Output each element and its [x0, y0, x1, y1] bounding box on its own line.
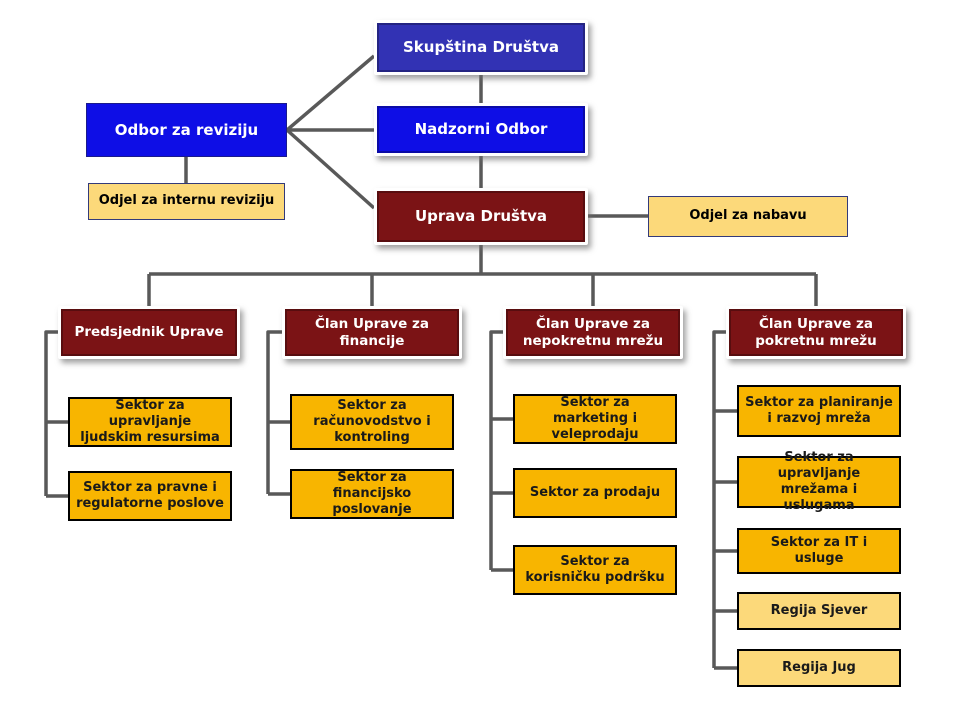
- org-node-predsjednik-uprave: Predsjednik Uprave: [58, 306, 240, 359]
- org-node-clan-uprave-nepokretna-mreza: Član Uprave za nepokretnu mrežu: [503, 306, 683, 359]
- org-node-uprava-drustva: Uprava Društva: [374, 188, 588, 245]
- connector-branch3-children: [712, 330, 737, 670]
- connector-branch1-children: [266, 330, 290, 496]
- node-label: Sektor za upravljanje ljudskim resursima: [80, 397, 220, 446]
- node-label: Odjel za nabavu: [689, 208, 807, 224]
- org-node-sektor-upravljanje-mrezama: Sektor za upravljanje mrežama i uslugama: [737, 450, 901, 513]
- node-label: Odjel za internu reviziju: [98, 193, 275, 209]
- org-node-clan-uprave-pokretna-mreza: Član Uprave za pokretnu mrežu: [726, 306, 906, 359]
- org-node-odbor-za-reviziju: Odbor za reviziju: [86, 103, 287, 157]
- org-node-clan-uprave-financije: Član Uprave za financije: [282, 306, 462, 359]
- node-label: Član Uprave za financije: [315, 315, 429, 349]
- node-label: Predsjednik Uprave: [74, 324, 224, 341]
- org-node-sektor-pravni-regulatorni: Sektor za pravne i regulatorne poslove: [68, 471, 232, 521]
- connector-odbor-uprava: [285, 128, 376, 210]
- org-node-sektor-it-usluge: Sektor za IT i usluge: [737, 528, 901, 574]
- org-node-odjel-za-internu-reviziju: Odjel za internu reviziju: [88, 183, 285, 220]
- node-label: Član Uprave za pokretnu mrežu: [755, 315, 877, 349]
- org-node-odjel-za-nabavu: Odjel za nabavu: [648, 196, 848, 237]
- org-node-sektor-ljudski-resursi: Sektor za upravljanje ljudskim resursima: [68, 397, 232, 447]
- org-node-regija-sjever: Regija Sjever: [737, 592, 901, 630]
- node-label: Sektor za računovodstvo i kontroling: [313, 397, 431, 446]
- node-label: Skupština Društva: [403, 38, 559, 57]
- org-node-sektor-marketing-veleprodaja: Sektor za marketing i veleprodaju: [513, 394, 677, 444]
- node-label: Uprava Društva: [414, 207, 548, 226]
- org-node-skupstina-drustva: Skupština Društva: [374, 20, 588, 75]
- node-label: Član Uprave za nepokretnu mrežu: [522, 315, 664, 349]
- node-label: Sektor za pravne i regulatorne poslove: [76, 479, 224, 511]
- connector-branch2-children: [489, 330, 513, 572]
- node-label: Sektor za marketing i veleprodaju: [551, 394, 639, 443]
- node-label: Sektor za IT i usluge: [770, 534, 868, 566]
- node-label: Sektor za financijsko poslovanje: [332, 469, 412, 518]
- node-label: Sektor za planiranje i razvoj mreža: [745, 394, 893, 426]
- org-node-sektor-racunovodstvo-kontroling: Sektor za računovodstvo i kontroling: [290, 394, 454, 450]
- org-node-regija-jug: Regija Jug: [737, 649, 901, 687]
- connector-branch0-children: [44, 330, 68, 498]
- org-node-sektor-financijsko-poslovanje: Sektor za financijsko poslovanje: [290, 469, 454, 519]
- node-label: Sektor za upravljanje mrežama i uslugama: [777, 449, 861, 514]
- node-label: Nadzorni Odbor: [414, 120, 548, 139]
- org-node-sektor-prodaja: Sektor za prodaju: [513, 468, 677, 518]
- org-node-sektor-planiranje-razvoj-mreza: Sektor za planiranje i razvoj mreža: [737, 385, 901, 437]
- connector-odbor-skupstina: [285, 54, 376, 132]
- node-label: Odbor za reviziju: [114, 120, 259, 139]
- node-label: Sektor za prodaju: [529, 484, 661, 500]
- node-label: Regija Sjever: [770, 602, 868, 618]
- org-node-sektor-korisnicka-podrska: Sektor za korisničku podršku: [513, 545, 677, 595]
- org-node-nadzorni-odbor: Nadzorni Odbor: [374, 103, 588, 156]
- node-label: Regija Jug: [782, 659, 856, 675]
- node-label: Sektor za korisničku podršku: [525, 553, 665, 585]
